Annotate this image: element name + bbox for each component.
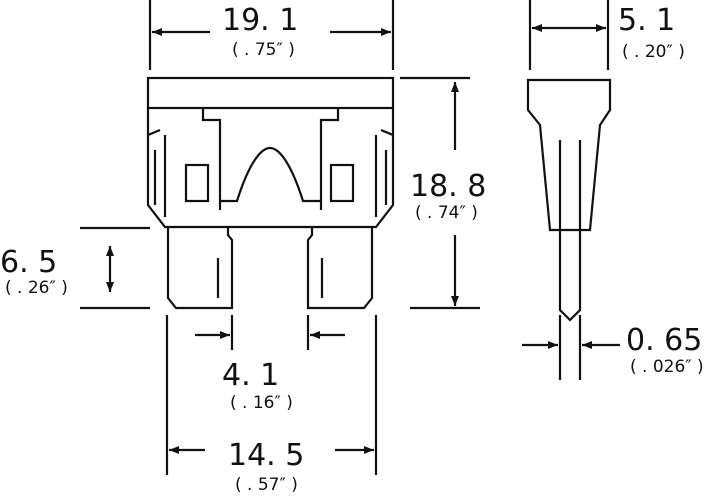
side-view xyxy=(526,78,612,322)
width-mm: 19. 1 xyxy=(222,3,298,38)
height-mm: 18. 8 xyxy=(410,169,486,204)
blade-span-mm: 14. 5 xyxy=(228,438,304,473)
front-view xyxy=(146,76,395,310)
blade-width-mm: 4. 1 xyxy=(222,358,279,393)
width-inch: ( . 75″ ) xyxy=(232,40,295,60)
blade-thickness-inch: ( . 026″ ) xyxy=(630,357,704,377)
thickness-mm: 5. 1 xyxy=(618,3,675,38)
height-inch: ( . 74″ ) xyxy=(415,203,478,223)
blade-length-mm: 6. 5 xyxy=(0,245,57,280)
blade-thickness-mm: 0. 65 xyxy=(626,323,702,358)
dimension-lines xyxy=(80,0,620,475)
thickness-inch: ( . 20″ ) xyxy=(622,42,685,62)
blade-width-inch: ( . 16″ ) xyxy=(230,393,293,413)
blade-length-inch: ( . 26″ ) xyxy=(5,278,68,298)
blade-span-inch: ( . 57″ ) xyxy=(235,475,298,495)
